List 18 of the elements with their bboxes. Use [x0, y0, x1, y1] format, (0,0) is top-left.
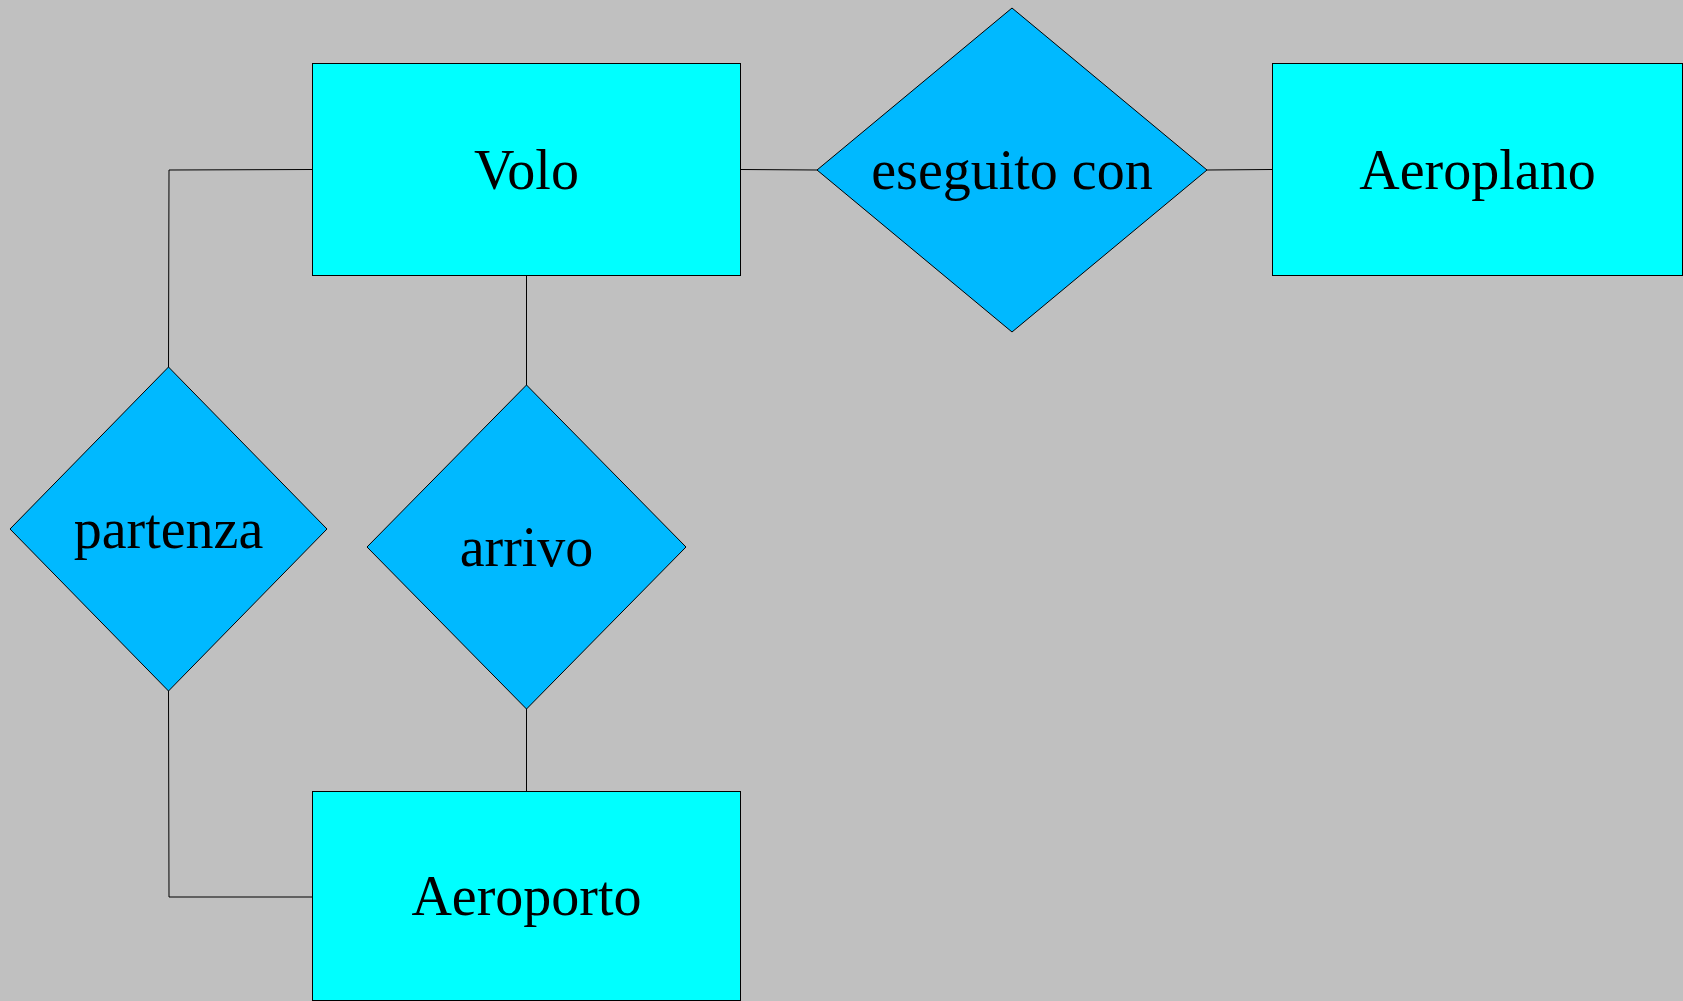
relationship-diamond [817, 8, 1207, 332]
connector-line [168, 690, 313, 898]
entity-box [312, 791, 741, 1001]
entity-name: Aeroporto [411, 864, 642, 928]
relationship-diamond [367, 385, 686, 709]
entity-name: Aeroplano [1359, 137, 1596, 202]
connector-line [1206, 169, 1273, 171]
relationship-name: arrivo [459, 515, 594, 579]
entity-name: Volo [474, 137, 579, 202]
connector-line [740, 169, 818, 171]
entity-box [312, 63, 741, 276]
relationship-name: partenza [73, 497, 264, 561]
connector-line [526, 708, 527, 792]
connector-line [526, 275, 527, 386]
connector-line [168, 169, 313, 368]
entity-box [1272, 63, 1683, 276]
relationship-name: eseguito con [871, 138, 1153, 202]
relationship-diamond [10, 367, 327, 691]
